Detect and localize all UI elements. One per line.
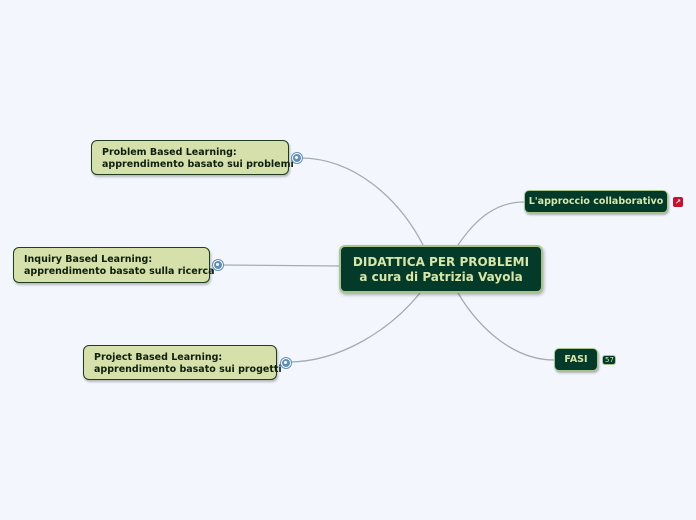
children-count-badge[interactable]: 57	[602, 355, 616, 365]
connector-collaborativo	[457, 201, 525, 246]
central-topic-subtitle: a cura di Patrizia Vayola	[359, 270, 523, 284]
connector-fasi	[457, 292, 555, 361]
topic-problem-based-learning[interactable]: Problem Based Learning: apprendimento ba…	[91, 140, 294, 175]
connector-project-based	[287, 292, 421, 363]
topic-label: L'approccio collaborativo	[528, 196, 664, 207]
topic-subtitle: apprendimento basato sulla ricerca	[24, 265, 215, 277]
central-topic-title: DIDATTICA PER PROBLEMI	[352, 255, 530, 269]
topic-title: Inquiry Based Learning:	[24, 254, 153, 265]
expand-collapse-icon[interactable]	[292, 153, 302, 163]
topic-project-based-learning[interactable]: Project Based Learning: apprendimento ba…	[83, 345, 282, 380]
topic-title: Problem Based Learning:	[102, 147, 237, 158]
expand-collapse-icon[interactable]	[213, 260, 223, 270]
topic-label: FASI	[564, 354, 588, 365]
topic-title: Project Based Learning:	[94, 352, 223, 363]
connector-problem-based	[299, 157, 424, 246]
mindmap-link-icon[interactable]: ↗	[673, 197, 683, 207]
central-topic[interactable]: DIDATTICA PER PROBLEMI a cura di Patrizi…	[339, 245, 543, 293]
topic-approccio-collaborativo[interactable]: L'approccio collaborativo	[524, 190, 668, 213]
expand-collapse-icon[interactable]	[281, 358, 291, 368]
topic-subtitle: apprendimento basato sui progetti	[94, 363, 282, 375]
connector-inquiry-based	[220, 264, 341, 267]
topic-subtitle: apprendimento basato sui problemi	[102, 158, 294, 170]
topic-inquiry-based-learning[interactable]: Inquiry Based Learning: apprendimento ba…	[13, 247, 215, 283]
topic-fasi[interactable]: FASI	[554, 348, 598, 371]
